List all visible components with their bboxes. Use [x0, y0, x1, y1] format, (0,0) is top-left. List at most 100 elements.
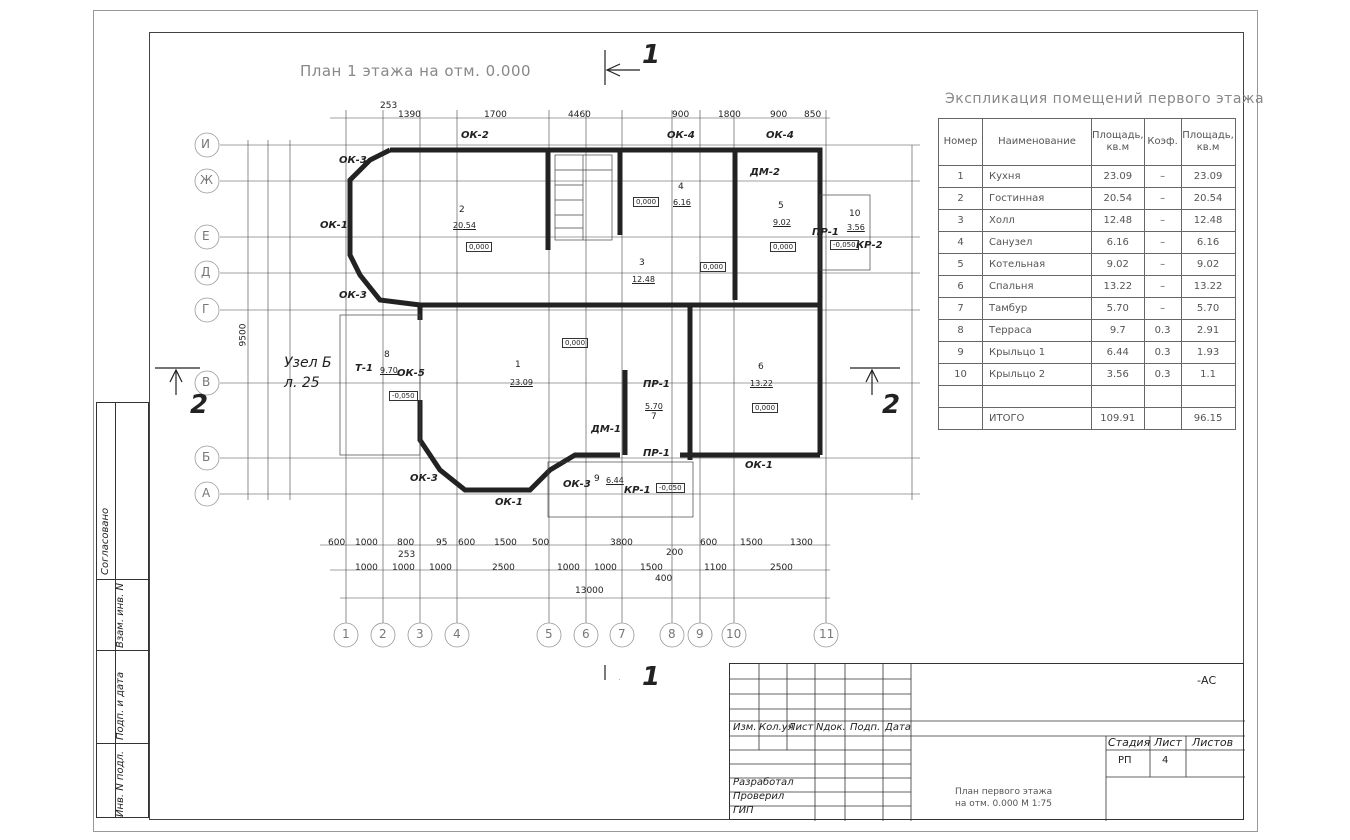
sheet-outer-frame	[93, 10, 1258, 832]
bottom-dim: 1500	[740, 538, 763, 548]
stamp-drawing-name-1: План первого этажа	[955, 787, 1053, 797]
bottom-dim-2: 400	[655, 574, 673, 584]
top-dim: 850	[804, 110, 822, 120]
axis-letter-d: Д	[201, 265, 211, 279]
sign-date-label: Подп. и дата	[115, 671, 126, 740]
axis-number-6: 6	[582, 627, 590, 641]
room-5-number: 5	[778, 201, 784, 211]
axis-letter-g: Г	[202, 302, 210, 316]
stamp-stage-label: Стадия	[1108, 736, 1151, 749]
axis-number-11: 11	[819, 627, 835, 641]
axis-number-7: 7	[618, 627, 626, 641]
stamp-stage-value: РП	[1118, 755, 1132, 766]
bottom-dim-2: 1000	[557, 563, 580, 573]
header-coef: Коэф.	[1143, 118, 1182, 166]
node-label: Узел Б	[284, 355, 332, 371]
level-mark: 0,000	[633, 197, 660, 207]
room-7-area: 5.70	[645, 402, 663, 411]
bottom-dim: 1000	[355, 538, 378, 548]
opening-kr1: КР-1	[624, 485, 651, 496]
stamp-sheet-label: Лист	[1154, 736, 1182, 749]
opening-kr2: КР-2	[856, 240, 883, 251]
sheet-inner-frame	[149, 32, 1244, 820]
opening-pr1: ПР-1	[643, 448, 670, 459]
title-block	[729, 663, 1245, 821]
opening-ok1: ОК-1	[320, 220, 348, 231]
bottom-dim: 600	[328, 538, 346, 548]
table-total-row: ИТОГО 109.91 96.15	[938, 407, 1236, 430]
bottom-dim: 253	[398, 550, 416, 560]
table-row: 7 Тамбур 5.70 – 5.70	[938, 297, 1236, 320]
room-2-number: 2	[459, 205, 465, 215]
top-dim: 1390	[398, 110, 421, 120]
room-2-area: 20.54	[453, 221, 476, 230]
bottom-dim-2: 1100	[704, 563, 727, 573]
section-1-top-label: 1	[642, 40, 661, 70]
room-1-number: 1	[515, 360, 521, 370]
stamp-col-izm: Изм.	[733, 722, 757, 733]
stamp-col-podp: Подп.	[850, 722, 881, 733]
bottom-dim: 600	[458, 538, 476, 548]
bottom-dim: 3800	[610, 538, 633, 548]
section-1-bottom-label: 1	[642, 662, 661, 692]
table-row: 8 Терраса 9.7 0.3 2.91	[938, 319, 1236, 342]
opening-ok3: ОК-3	[410, 473, 438, 484]
stamp-col-data: Дата	[885, 722, 911, 733]
opening-ok4: ОК-4	[766, 130, 794, 141]
room-3-number: 3	[639, 258, 645, 268]
bottom-dim-2: 2500	[492, 563, 515, 573]
table-header-row: Номер Наименование Площадь, кв.м Коэф. П…	[938, 118, 1236, 166]
table-row: 2 Гостинная 20.54 – 20.54	[938, 187, 1236, 210]
opening-ok3: ОК-3	[339, 290, 367, 301]
opening-ok5: ОК-5	[397, 368, 425, 379]
bottom-dim: 1500	[494, 538, 517, 548]
room-6-area: 13.22	[750, 379, 773, 388]
section-2-right-label: 2	[882, 390, 901, 420]
room-9-area: 6.44	[606, 476, 624, 485]
table-row: 9 Крыльцо 1 6.44 0.3 1.93	[938, 341, 1236, 364]
opening-ok2: ОК-2	[461, 130, 489, 141]
bottom-dim-2: 1000	[355, 563, 378, 573]
room-8-area: 9.70	[380, 366, 398, 375]
side-stamp	[96, 402, 150, 818]
axis-letter-v: В	[202, 375, 211, 389]
level-mark: -0,050	[389, 391, 418, 401]
bottom-dim-2: 2500	[770, 563, 793, 573]
table-row: 6 Спальня 13.22 – 13.22	[938, 275, 1236, 298]
level-mark: -0,050	[830, 240, 859, 250]
stamp-code: -АС	[1197, 674, 1217, 687]
opening-t1: Т-1	[355, 363, 373, 374]
room-3-area: 12.48	[632, 275, 655, 284]
overall-height-dim: 9500	[238, 323, 249, 347]
opening-ok1: ОК-1	[745, 460, 773, 471]
axis-number-8: 8	[668, 627, 676, 641]
level-mark: 0,000	[700, 262, 727, 272]
bottom-dim-2: 1500	[640, 563, 663, 573]
table-row: 3 Холл 12.48 – 12.48	[938, 209, 1236, 232]
top-dim: 900	[770, 110, 788, 120]
stamp-sheets-label: Листов	[1192, 736, 1234, 749]
bottom-dim-2: 1000	[594, 563, 617, 573]
section-2-left-label: 2	[190, 390, 209, 420]
bottom-dim: 600	[700, 538, 718, 548]
bottom-dim: 1300	[790, 538, 813, 548]
table-row	[938, 385, 1236, 408]
explication-title: Экспликация помещений первого этажа	[945, 91, 1265, 107]
stamp-drawing-name-2: на отм. 0.000 М 1:75	[955, 799, 1052, 809]
axis-number-1: 1	[342, 627, 350, 641]
stamp-col-ndok: Nдок.	[816, 722, 846, 733]
top-dim: 1700	[484, 110, 507, 120]
axis-number-3: 3	[416, 627, 424, 641]
axis-number-4: 4	[453, 627, 461, 641]
header-name: Наименование	[982, 118, 1092, 166]
stamp-role-developer: Разработал	[733, 777, 794, 788]
opening-dm1: ДМ-1	[591, 424, 621, 435]
axis-number-9: 9	[696, 627, 704, 641]
level-mark: 0,000	[770, 242, 797, 252]
opening-ok3: ОК-3	[339, 155, 367, 166]
room-10-area: 3.56	[847, 223, 865, 232]
bottom-dim: 800	[397, 538, 415, 548]
room-10-number: 10	[849, 209, 861, 219]
header-area-2: Площадь, кв.м	[1180, 118, 1236, 166]
stamp-role-checker: Проверил	[733, 791, 785, 802]
